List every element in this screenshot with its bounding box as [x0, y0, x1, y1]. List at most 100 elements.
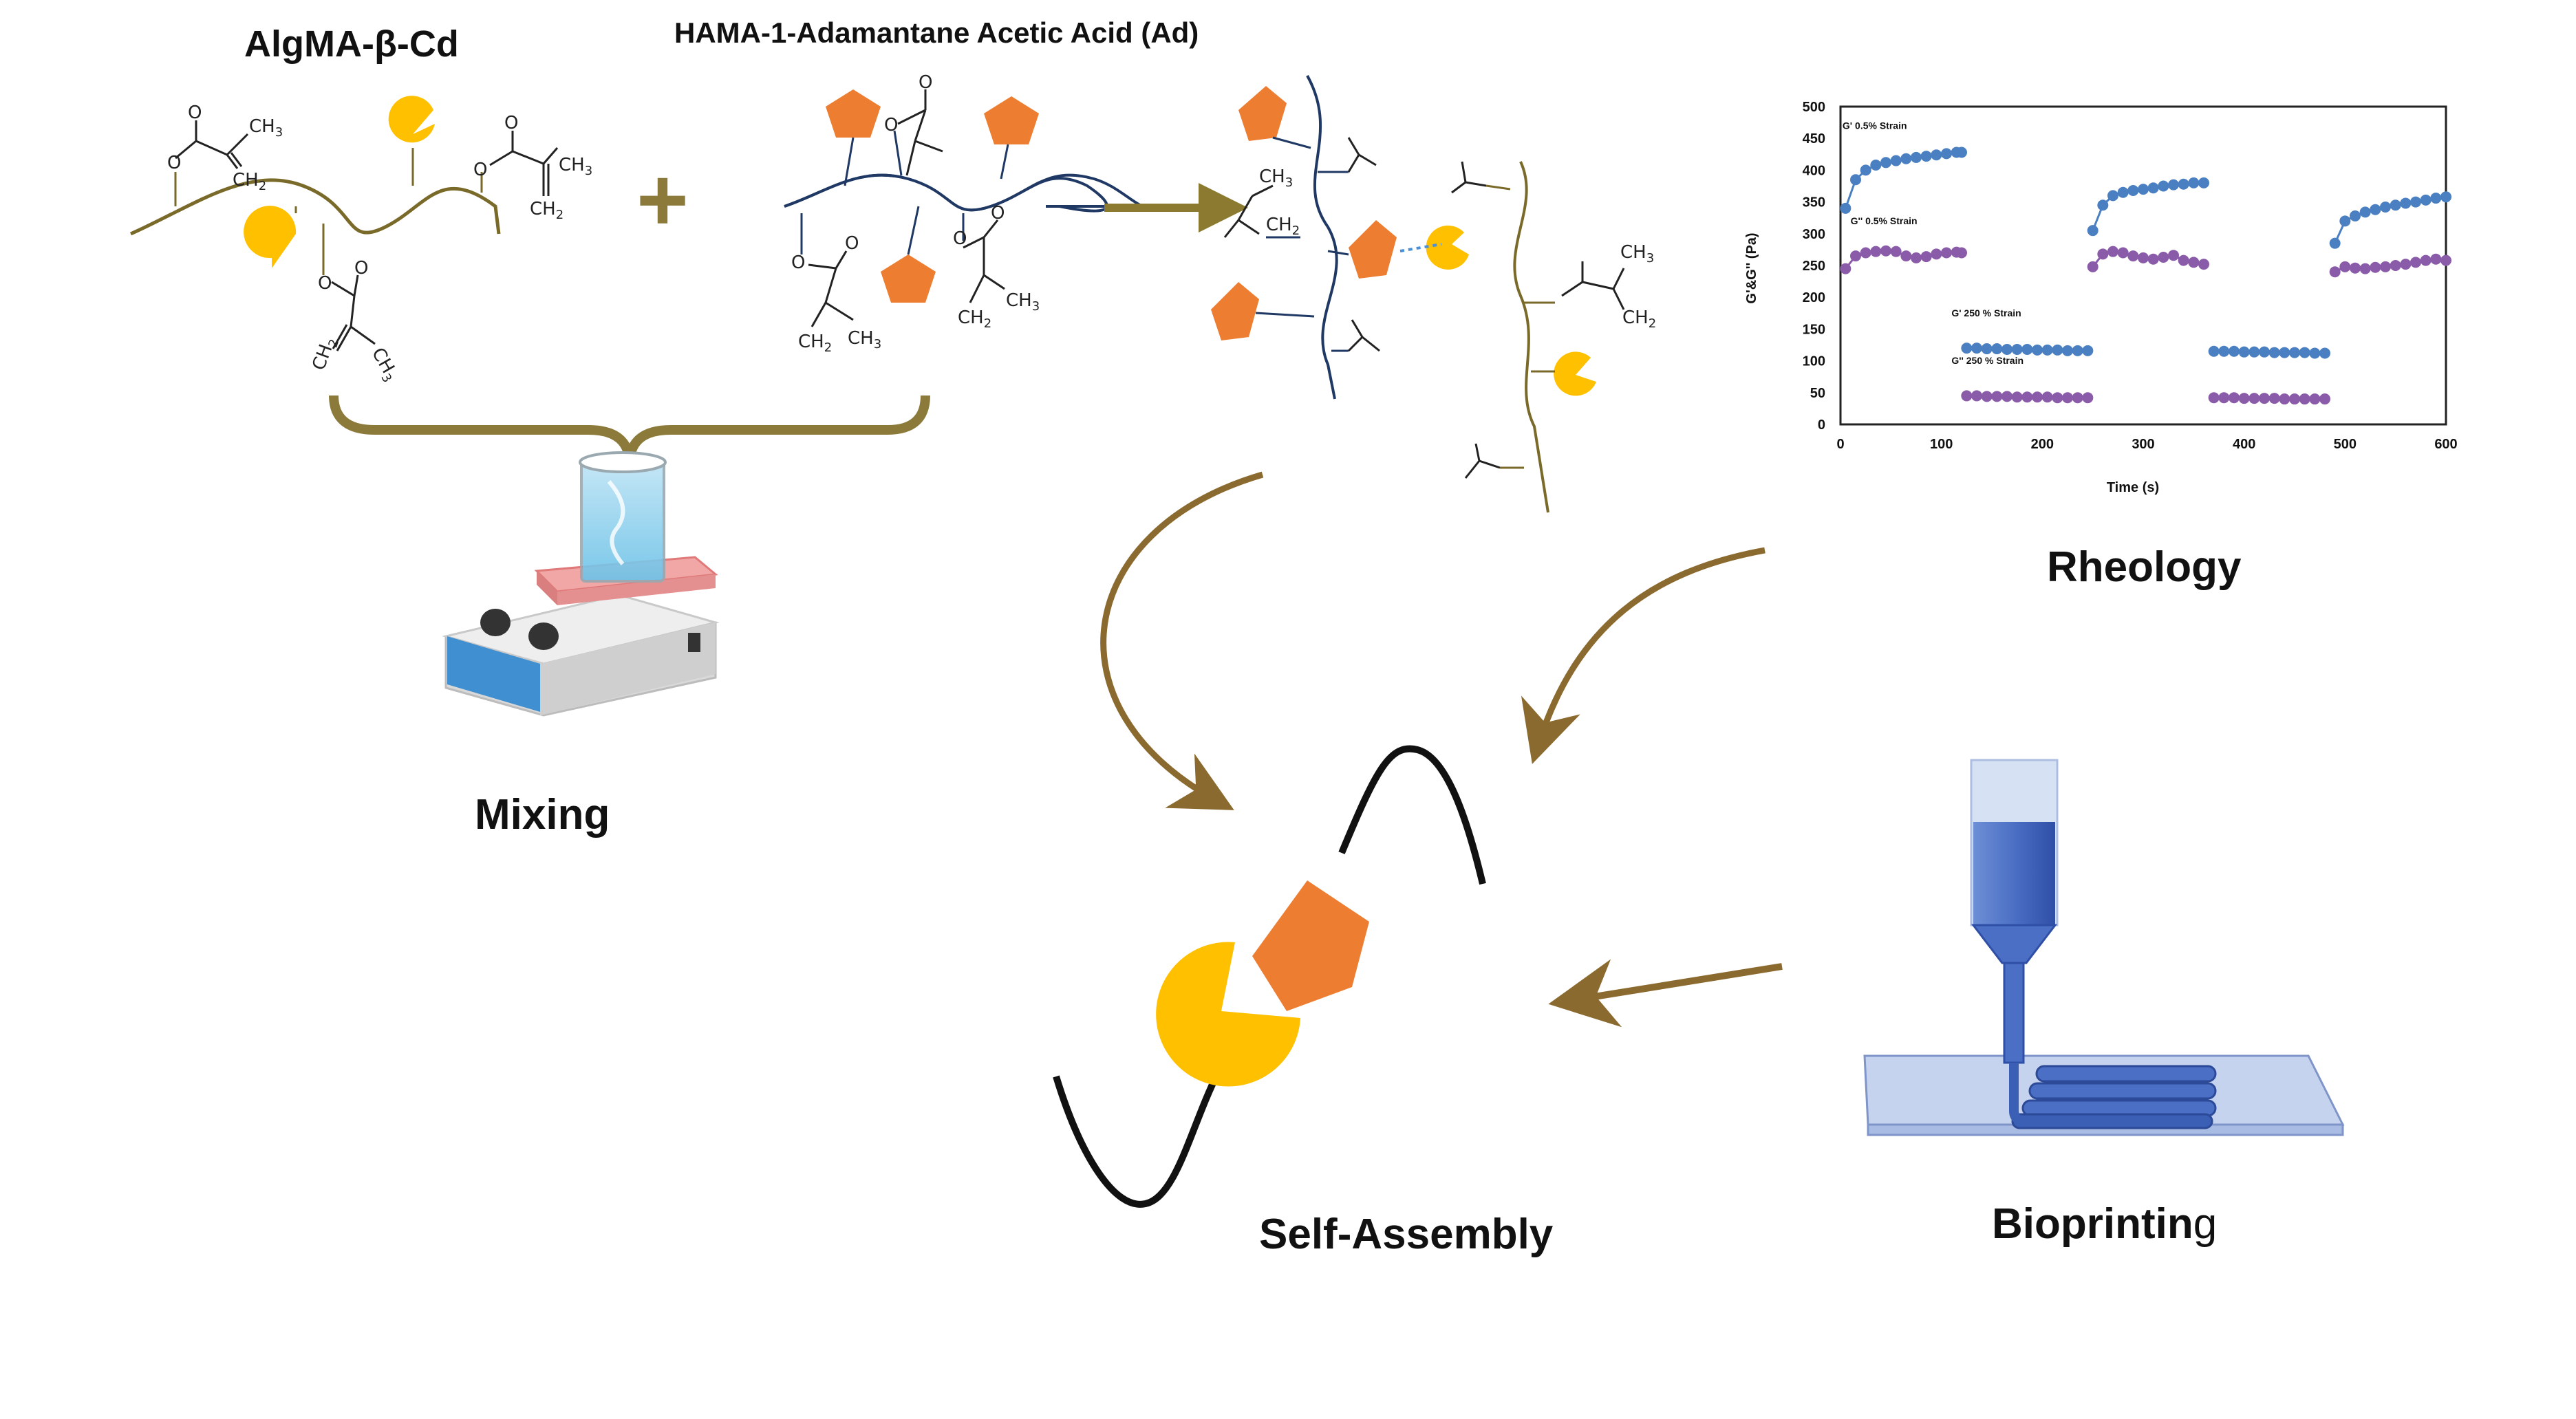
- o-label-10: O: [845, 233, 859, 254]
- data-point-4-3: [2117, 186, 2129, 198]
- data-point-5-6: [2147, 253, 2159, 265]
- data-point-0-9: [1931, 149, 1942, 161]
- data-point-0-7: [1911, 151, 1922, 163]
- ch3-label-2: CH3: [559, 155, 592, 178]
- ch2-label-4: CH2: [798, 332, 832, 355]
- data-point-8-9: [2420, 194, 2432, 206]
- nozzle-cone: [1971, 924, 2058, 964]
- data-point-5-5: [2138, 252, 2149, 263]
- data-point-5-9: [2178, 254, 2189, 266]
- o-label-3: O: [473, 160, 487, 180]
- x-axis-label: Time (s): [2107, 480, 2159, 495]
- beta-cd-net-2: [1554, 351, 1596, 396]
- annotation-2: G' 250 % Strain: [1951, 307, 2021, 318]
- data-point-3-7: [2032, 391, 2043, 403]
- data-point-2-6: [2021, 343, 2033, 355]
- x-tick-4: 400: [2233, 437, 2255, 452]
- data-point-8-0: [2329, 237, 2341, 249]
- data-point-2-7: [2032, 344, 2043, 356]
- data-point-6-5: [2259, 346, 2270, 358]
- data-point-3-10: [2062, 392, 2073, 404]
- data-point-3-11: [2072, 392, 2083, 404]
- ch2-label-7: CH2: [1266, 215, 1300, 238]
- power-switch: [688, 633, 700, 652]
- ad-shape-3: [881, 254, 936, 303]
- data-point-3-0: [1961, 390, 1973, 402]
- data-point-4-2: [2107, 190, 2118, 202]
- self-assembly-graphic: [1053, 745, 1486, 1208]
- nozzle-tip: [2003, 962, 2025, 1064]
- y-tick-7: 350: [1803, 195, 1825, 210]
- alg-chain-vertical: [1513, 161, 1549, 513]
- ch3-label-6: CH3: [1620, 242, 1654, 266]
- mixing-label: Mixing: [475, 791, 610, 838]
- ad-net-1: [1238, 86, 1287, 141]
- data-point-6-6: [2268, 347, 2280, 358]
- data-point-3-6: [2021, 391, 2033, 403]
- alg-backbone: [129, 178, 501, 236]
- ad-shape-1: [826, 89, 881, 138]
- data-point-6-7: [2279, 347, 2290, 358]
- o-label-7: O: [884, 115, 898, 136]
- arrow-rheology-to-assembly: [1521, 547, 1765, 764]
- y-tick-8: 400: [1803, 163, 1825, 178]
- data-point-1-5: [1890, 246, 1902, 257]
- data-point-7-2: [2229, 392, 2240, 404]
- adamantane-large: [1252, 880, 1369, 1011]
- data-point-1-3: [1870, 246, 1882, 257]
- ch2-label-2: CH2: [530, 199, 564, 222]
- y-tick-10: 500: [1803, 100, 1825, 115]
- data-point-3-8: [2041, 391, 2053, 403]
- data-point-1-6: [1900, 250, 1912, 262]
- data-point-0-5: [1890, 155, 1902, 166]
- crosslinked-network: CH3 CH2 CH3 CH2: [1211, 75, 1656, 513]
- ad-shape-2: [984, 96, 1039, 144]
- data-point-8-2: [2350, 210, 2361, 221]
- y-tick-6: 300: [1803, 227, 1825, 242]
- beta-cd-net-1: [1426, 225, 1469, 270]
- data-point-5-4: [2127, 250, 2139, 262]
- bioprinter-graphic: [1863, 759, 2345, 1136]
- data-point-9-0: [2329, 266, 2341, 278]
- data-point-3-12: [2082, 392, 2094, 404]
- data-point-0-0: [1840, 202, 1852, 214]
- data-point-3-5: [2011, 391, 2023, 403]
- ch3-label-5: CH3: [1006, 290, 1040, 314]
- bioprinting-label: Bioprinting: [1992, 1200, 2217, 1248]
- data-point-1-1: [1850, 250, 1861, 262]
- ch2-label-6: CH2: [1622, 307, 1656, 331]
- printed-scaffold: [2011, 1065, 2217, 1129]
- x-tick-1: 100: [1930, 437, 1953, 452]
- o-label-11: O: [953, 228, 967, 249]
- data-point-8-7: [2400, 197, 2412, 209]
- data-point-6-10: [2309, 347, 2321, 359]
- data-point-8-1: [2339, 215, 2351, 227]
- data-point-5-8: [2168, 250, 2179, 261]
- data-point-0-10: [1941, 148, 1952, 160]
- data-points: [1840, 147, 2451, 405]
- plus-sign: +: [636, 149, 689, 250]
- y-axis-label: G'&G'' (Pa): [1744, 232, 1759, 303]
- data-point-7-6: [2268, 393, 2280, 404]
- data-point-2-8: [2041, 344, 2053, 356]
- ch3-label-1: CH3: [249, 116, 283, 140]
- data-point-4-7: [2158, 180, 2169, 192]
- data-point-0-3: [1870, 160, 1882, 171]
- bioink: [1973, 822, 2055, 925]
- data-point-4-11: [2198, 177, 2209, 188]
- rheology-label: Rheology: [2047, 543, 2242, 591]
- data-point-4-4: [2127, 184, 2139, 196]
- o-label-9: O: [791, 252, 805, 273]
- ad-net-3: [1211, 282, 1259, 340]
- data-point-4-10: [2188, 177, 2200, 188]
- y-tick-9: 450: [1803, 131, 1825, 147]
- data-point-7-9: [2299, 393, 2310, 405]
- data-point-4-0: [2087, 225, 2099, 237]
- y-tick-4: 200: [1803, 290, 1825, 305]
- algma-molecule: O O CH3 CH2 O O CH3 CH2 O O CH3 CH2: [129, 96, 592, 385]
- data-point-0-4: [1880, 157, 1891, 169]
- data-point-8-6: [2390, 199, 2401, 211]
- data-point-9-1: [2339, 261, 2351, 272]
